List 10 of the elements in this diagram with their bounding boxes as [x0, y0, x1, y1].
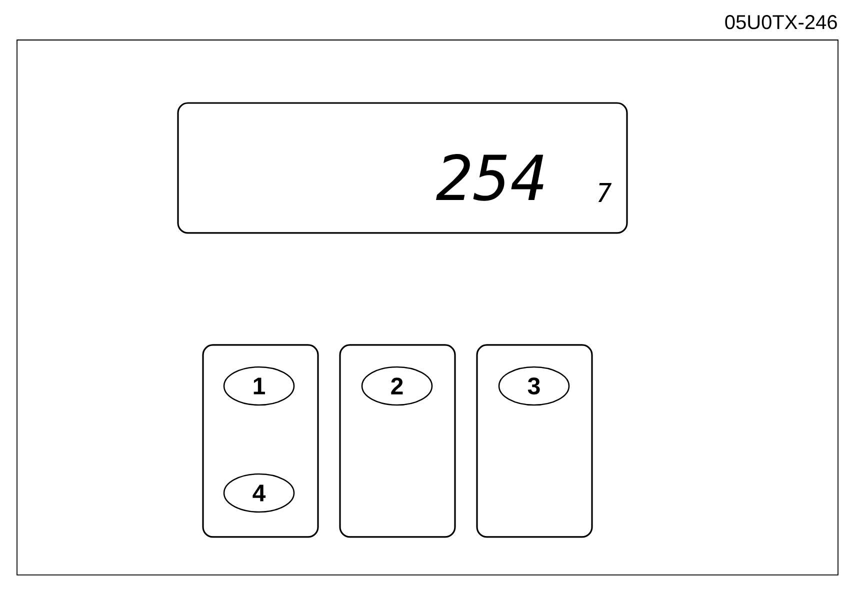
- button-panel: [339, 344, 456, 538]
- figure-code: 05U0TX-246: [725, 15, 837, 30]
- device-frame: [16, 40, 838, 576]
- key-oval: 3: [498, 366, 570, 406]
- lcd-display: 254 7: [177, 102, 628, 234]
- button-panel: [476, 344, 593, 538]
- key-oval: 4: [223, 473, 295, 513]
- key-oval: 1: [223, 366, 295, 406]
- button-panel: [202, 344, 319, 538]
- key-oval: 2: [361, 366, 433, 406]
